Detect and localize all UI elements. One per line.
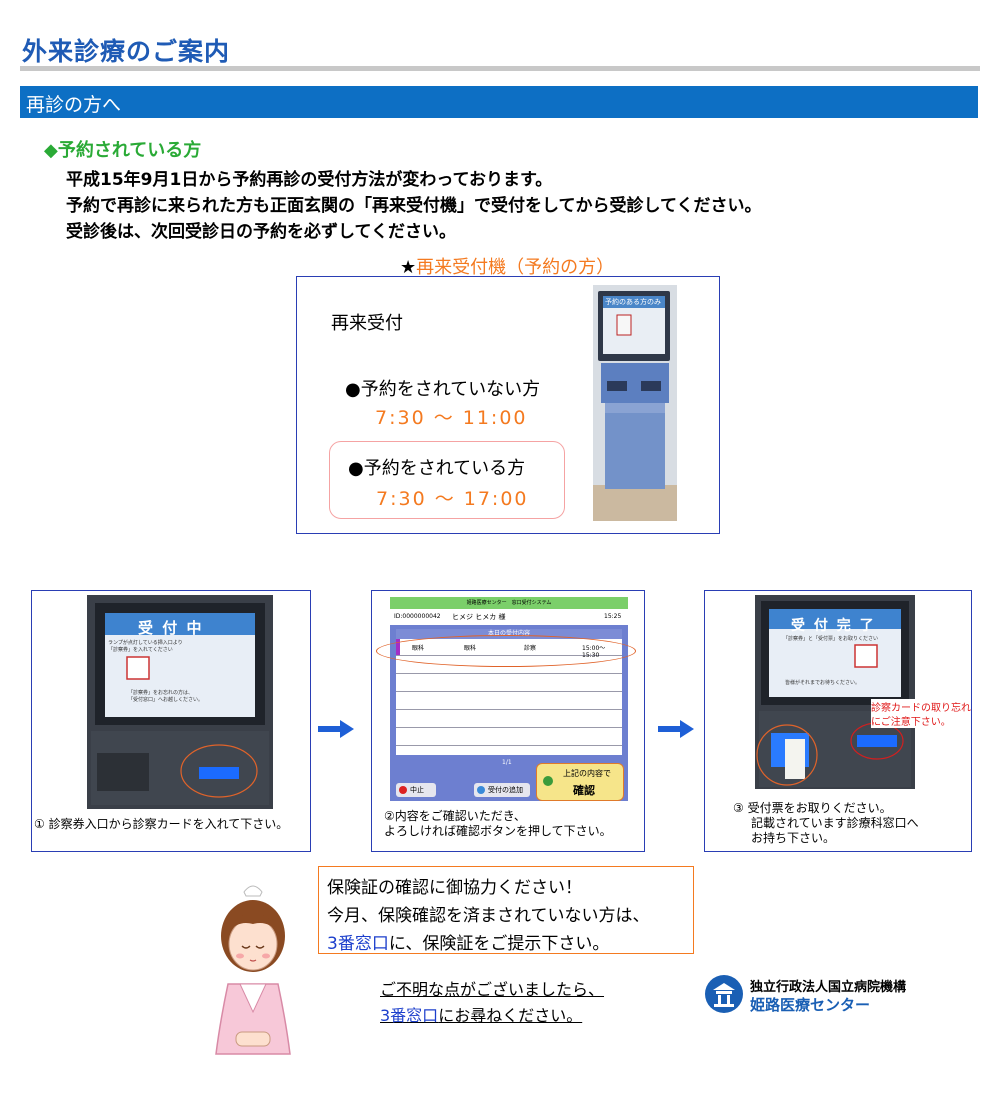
step-3-photo [755, 595, 915, 789]
org-line-2: 姫路医療センター [750, 996, 871, 1014]
no-reservation-label: ●予約をされていない方 [345, 379, 541, 400]
contact-line-1: ご不明な点がございましたら、 [380, 980, 605, 999]
insurance-window: 3番窓口 [327, 934, 389, 954]
step-2-screen: 姫路医療センター 窓口受付システム ID:0000000042 ヒメジ ヒメカ … [390, 597, 628, 801]
list-item [396, 710, 622, 728]
no-reservation-hours: 7:30 ～ 11:00 [375, 407, 528, 429]
warning-line-2: にご注意下さい。 [871, 713, 951, 728]
step-1-caption: ① 診察券入口から診察カードを入れて下さい。 [34, 817, 289, 831]
confirm-hint: 上記の内容で [563, 769, 611, 778]
section-title: 再診の方へ [26, 94, 122, 116]
patient-id: ID:0000000042 [394, 613, 441, 620]
step-1-screen-line-4: 「受付窓口」へお越しください。 [128, 697, 204, 703]
add-button-label: 受付の追加 [488, 786, 523, 794]
insurance-line-2: 今月、保険確認を済まされていない方は、 [327, 906, 650, 926]
kiosk-illustration [593, 285, 677, 521]
arrow-right-icon [658, 720, 694, 738]
row-highlight-ellipse [376, 635, 636, 667]
title-divider [20, 66, 980, 71]
page-indicator: 1/1 [502, 759, 512, 766]
step-3-screen-line-2: 皆様がそれまでお待ちください。 [785, 680, 861, 686]
insurance-notice: 保険証の確認に御協力ください！ 今月、保険確認を済まされていない方は、 3番窓口… [318, 866, 694, 954]
sub-heading: ◆予約されている方 [44, 140, 202, 161]
step-1-screen-line-3: 「診察券」をお忘れの方は、 [128, 690, 194, 696]
kiosk-label: 再来受付 [331, 313, 403, 334]
paragraph-2: 予約で再診に来られた方も正面玄関の「再来受付機」で受付をしてから受診してください… [66, 196, 762, 216]
step-2-caption-1: ②内容をご確認いただき、 [384, 809, 526, 823]
patient-bar: ID:0000000042 ヒメジ ヒメカ 様 15:25 [390, 609, 628, 625]
step-3-screen-line-1: 「診察券」と「受付票」をお取りください [783, 636, 879, 642]
step-3-box: 受 付 完 了 「診察券」と「受付票」をお取りください 皆様がそれまでお待ちくだ… [704, 590, 972, 852]
reservation-label: ●予約をされている方 [348, 458, 526, 479]
step-3-screen-title: 受 付 完 了 [791, 618, 876, 634]
kiosk-title-text: 再来受付機（予約の方） [416, 257, 615, 278]
hospital-logo-icon [705, 975, 743, 1013]
nurse-illustration [215, 885, 291, 1055]
add-reception-button[interactable]: 受付の追加 [474, 783, 530, 797]
system-title: 姫路医療センター 窓口受付システム [390, 597, 628, 609]
step-3-caption-2: 記載されています診療科窓口へ [751, 816, 919, 830]
list-item [396, 656, 622, 674]
patient-name: ヒメジ ヒメカ 様 [452, 613, 506, 621]
step-1-screen-title: 受 付 中 [138, 619, 204, 637]
section-bar: 再診の方へ [20, 86, 978, 118]
step-1-box: 受 付 中 ランプが点灯している挿入口より 「診察券」を入れてください 「診察券… [31, 590, 311, 852]
reservation-hours: 7:30 ～ 17:00 [376, 488, 529, 510]
insurance-line-3: 3番窓口に、保険証をご提示下さい。 [327, 929, 609, 954]
paragraph-3: 受診後は、次回受診日の予約を必ずしてください。 [66, 222, 456, 242]
confirm-button[interactable]: 上記の内容で 確認 [536, 763, 624, 801]
confirm-icon [543, 776, 553, 786]
org-line-1: 独立行政法人国立病院機構 [750, 980, 907, 995]
clock: 15:25 [604, 613, 622, 620]
step-3-caption-1: ③ 受付票をお取りください。 [733, 801, 892, 815]
confirm-button-label: 確認 [573, 784, 595, 797]
reservation-highlight-box: ●予約をされている方 7:30 ～ 17:00 [329, 441, 565, 519]
step-3-caption-3: お持ち下さい。 [751, 831, 836, 845]
list-item [396, 728, 622, 746]
arrow-right-icon [318, 720, 354, 738]
step-1-screen-line-1: ランプが点灯している挿入口より [108, 640, 183, 646]
list-header: 本日の受付内容 [396, 629, 622, 639]
cancel-button[interactable]: 中止 [396, 783, 436, 797]
add-icon [477, 786, 485, 794]
cancel-icon [399, 786, 407, 794]
list-item [396, 674, 622, 692]
page-title: 外来診療のご案内 [22, 37, 231, 66]
contact-line-2: 3番窓口にお尋ねください。 [380, 1002, 582, 1026]
kiosk-hours-box: 再来受付 ●予約をされていない方 7:30 ～ 11:00 ●予約をされている方… [296, 276, 720, 534]
kiosk-photo: 予約のある方のみ [593, 285, 677, 521]
paragraph-1: 平成15年9月1日から予約再診の受付方法が変わっております。 [66, 170, 553, 190]
list-item [396, 692, 622, 710]
insurance-line-3-rest: に、保険証をご提示下さい。 [388, 934, 610, 954]
warning-line-1: 診察カードの取り忘れ [871, 699, 971, 714]
step-2-caption-2: よろしければ確認ボタンを押して下さい。 [384, 824, 612, 838]
star-mark: ★ [400, 257, 417, 278]
kiosk-photo-screen-text: 予約のある方のみ [605, 298, 661, 306]
insurance-line-1: 保険証の確認に御協力ください！ [327, 878, 582, 898]
step-2-box: 姫路医療センター 窓口受付システム ID:0000000042 ヒメジ ヒメカ … [371, 590, 645, 852]
contact-window: 3番窓口 [380, 1006, 439, 1025]
step-1-photo [87, 595, 273, 809]
cancel-button-label: 中止 [410, 786, 424, 794]
contact-line-2-rest: にお尋ねください。 [438, 1006, 583, 1025]
kiosk-section-title: ★再来受付機（予約の方） [400, 253, 614, 279]
step-1-screen-line-2: 「診察券」を入れてください [108, 647, 173, 653]
